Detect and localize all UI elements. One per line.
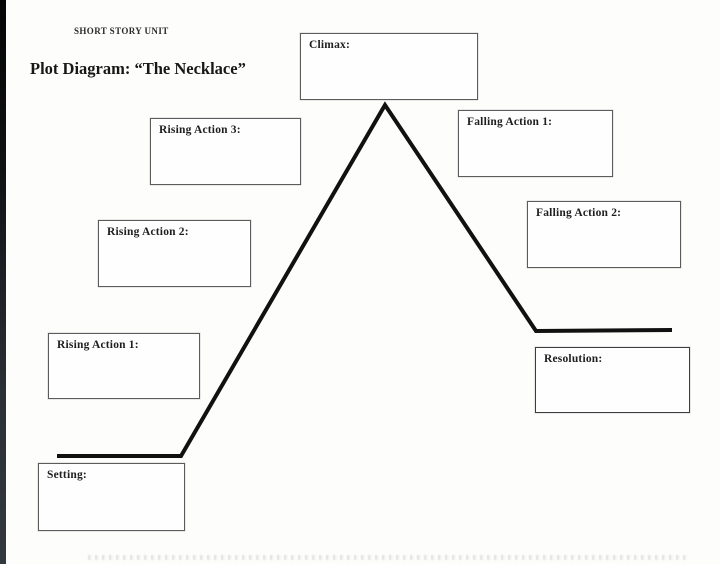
box-setting: Setting: [38,463,185,531]
box-falling-action-1-label: Falling Action 1: [467,116,553,128]
box-rising-action-2-label: Rising Action 2: [107,226,189,238]
box-falling-action-2: Falling Action 2: [527,201,681,268]
cutoff-text-remnant [88,555,688,560]
left-edge-bar [0,0,6,564]
box-climax-label: Climax: [309,39,351,51]
unit-header: SHORT STORY UNIT [74,26,169,36]
box-rising-action-3-label: Rising Action 3: [159,124,241,136]
box-climax: Climax: [300,33,478,100]
box-rising-action-1: Rising Action 1: [48,333,200,399]
box-resolution: Resolution: [535,347,690,413]
box-setting-label: Setting: [47,469,87,481]
box-falling-action-1: Falling Action 1: [458,110,613,177]
box-rising-action-3: Rising Action 3: [150,118,301,185]
page-title: Plot Diagram: “The Necklace” [30,59,246,78]
box-resolution-label: Resolution: [544,353,603,365]
box-rising-action-2: Rising Action 2: [98,220,251,287]
box-falling-action-2-label: Falling Action 2: [536,207,622,219]
box-rising-action-1-label: Rising Action 1: [57,339,139,351]
